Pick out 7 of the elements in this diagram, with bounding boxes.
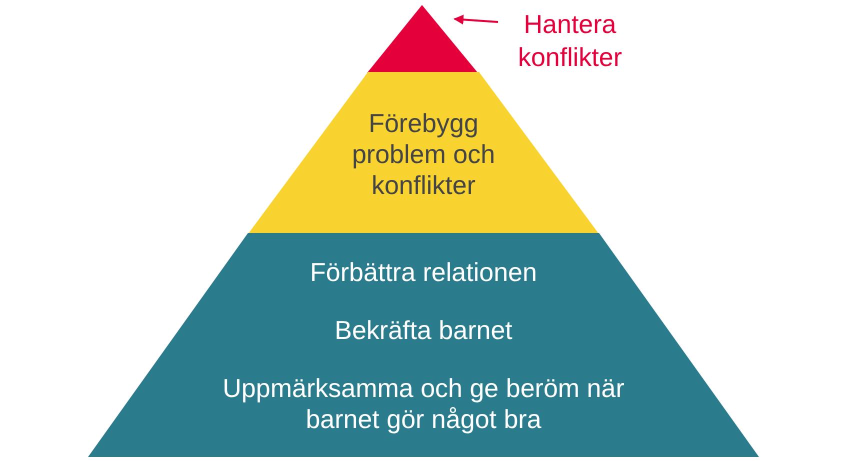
pyramid-tier — [88, 233, 759, 457]
tier-label: Förebygg problem och konflikter — [350, 108, 496, 201]
callout-label: Hantera konflikter — [500, 8, 640, 74]
arrow — [454, 14, 498, 25]
tier-label: Förbättra relationen — [309, 257, 538, 288]
tier-label: Bekräfta barnet — [334, 315, 514, 346]
tier-label: Uppmärksamma och ge beröm när barnet gör något bra — [222, 373, 626, 435]
